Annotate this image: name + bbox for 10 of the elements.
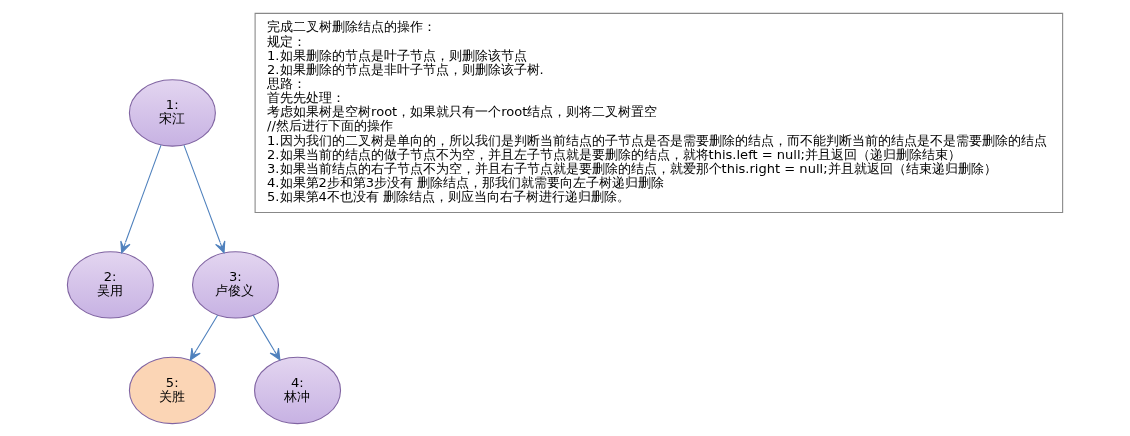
arrow bbox=[120, 144, 162, 253]
node-box: 完成二叉树删除结点的操作： 规定： 1.如果删除的节点是叶子节点，则删除该节点 2.如果删除的节点是非叶子节点，则删除该子树. 思路： 首先先处理： 考虑如果树是空树root，如果就只有一个root结点，则将二叉树置空 //然后进行下面的操作 1.因为我们的二叉树是单向的，所以我们是判断当前结点的子节点是否是需要删除的结点，而不能判断当前的结点是不是需要删除的结点 2.如果当前的结点的做子节点不为空，并且左子节点就是要删除的结点，就将this.left = null;并且返回（递归删除结束） 3.如果当前结点的右子节点不为空，并且右子节点就是要删除的结点，就爱那个this.right = null;并且就返回（结束递归删除） 4.如果第2步和第3步没有 删除结点，那我们就需要向左子树递归删除 5.如果第4不也没有 删除结点，则应当向右子树进行递归删除。 bbox=[254, 12, 1064, 213]
node-ellipse: 3: 卢俊义 bbox=[192, 250, 280, 319]
node-ellipse: 1: 宋江 bbox=[128, 78, 216, 147]
node-ellipse: 4: 林冲 bbox=[254, 356, 342, 424]
arrow bbox=[183, 144, 226, 253]
node-ellipse: 2: 吴用 bbox=[66, 250, 154, 319]
node-ellipse: 5: 关胜 bbox=[128, 356, 216, 424]
arrow bbox=[252, 314, 281, 360]
arrow bbox=[189, 314, 219, 360]
